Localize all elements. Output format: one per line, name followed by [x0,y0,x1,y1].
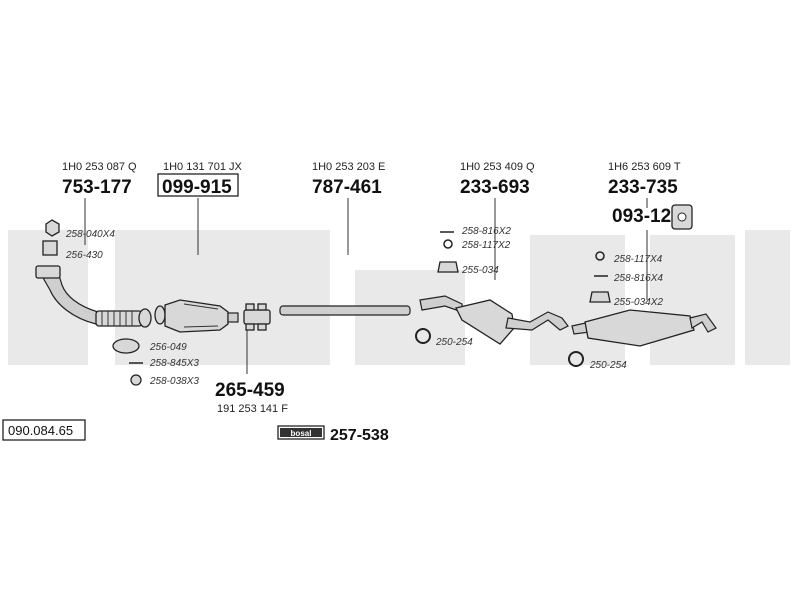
fitting-label: 258-040X4 [65,229,115,240]
exhaust-clamp-icon [568,351,584,367]
fitting-label: 250-254 [589,360,627,371]
ring-icon [443,239,453,249]
front-pipe-part [35,265,152,328]
fitting-label: 258-845X3 [149,358,199,369]
watermark-logo [8,230,790,365]
fitting-label: 256-430 [65,250,103,261]
part-number-label: 099-915 [162,177,232,198]
part-number-label: 233-693 [460,177,530,198]
center-pipe-part [279,305,411,316]
hanger-bracket-icon [437,261,459,273]
part-number-label: 233-735 [608,177,678,198]
part-number-label: 787-461 [312,177,382,198]
fitting-label: 258-038X3 [149,376,199,387]
highlight-box [157,173,239,197]
connector-clamp-part [243,303,271,331]
fitting-label: 258-117X4 [613,254,663,265]
oem-number-label: 191 253 141 F [217,403,288,415]
oem-number-label: 1H0 253 409 Q [460,161,535,173]
leader-lines [84,198,648,374]
part-number-label: 265-459 [215,380,285,401]
hanger-bracket-icon [589,291,611,303]
ring-icon [595,251,605,261]
fitting-label: 256-049 [149,342,187,353]
nut-icon [45,219,60,237]
part-number-label: 093-120 [612,206,682,227]
oem-number-label: 1H0 131 701 JX [163,161,243,173]
oem-number-label: 1H0 253 203 E [312,161,385,173]
gasket-ring-icon [112,338,140,354]
reference-number: 090.084.65 [8,423,73,438]
mounting-kit-box: bosal [277,425,325,440]
nut-icon [130,374,142,386]
rear-silencer-part [571,309,717,347]
middle-silencer-part [419,295,569,345]
fitting-label: 255-034X2 [613,297,663,308]
bosal-logo: bosal [291,429,312,438]
fitting-label: 258-117X2 [461,240,511,251]
fitting-label: 258-816X2 [461,226,511,237]
part-number-label: 257-538 [330,427,389,444]
reference-box [2,419,86,441]
catalytic-converter-part [154,299,239,333]
oem-number-label: 1H0 253 087 Q [62,161,137,173]
fitting-label: 255-034 [461,265,499,276]
fitting-label: 258-816X4 [613,273,663,284]
oem-number-label: 1H6 253 609 T [608,161,681,173]
exhaust-clamp-icon [415,328,431,344]
rubber-mount-part [671,204,693,230]
fitting-label: 250-254 [435,337,473,348]
part-number-label: 753-177 [62,177,132,198]
gasket-icon [42,240,58,256]
